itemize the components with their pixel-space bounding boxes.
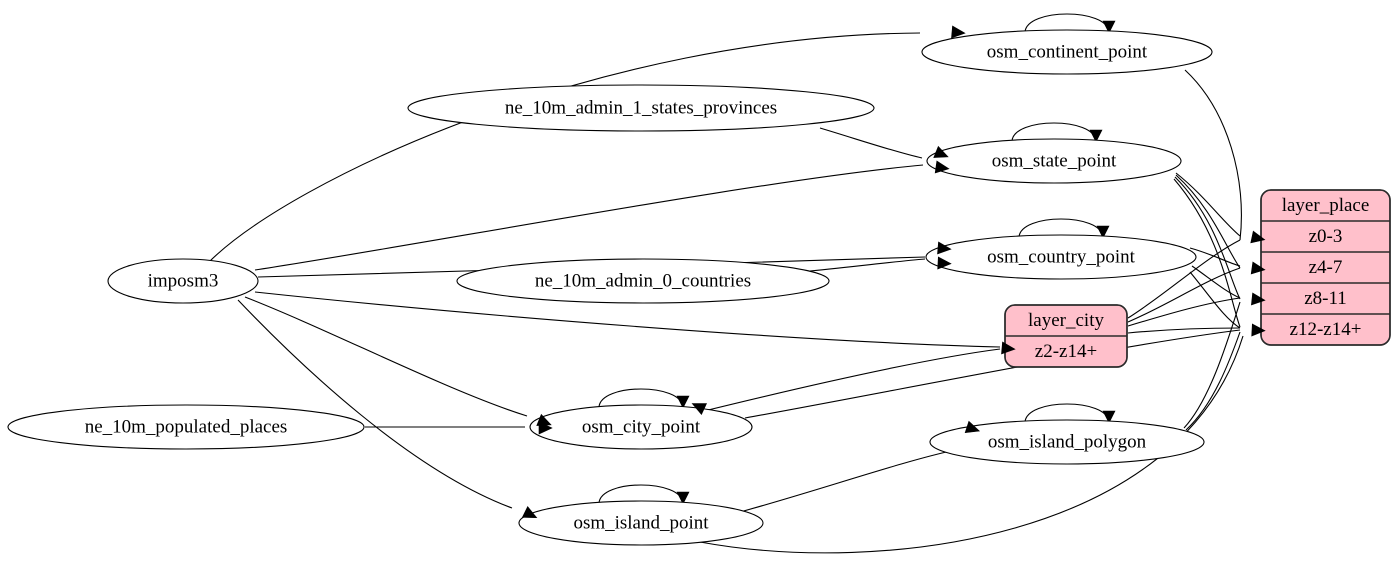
self-loop-arrowhead-osm_city_point (676, 395, 690, 409)
arrowhead-into-osm_city_point (538, 421, 553, 435)
node-osm_country_point[interactable]: osm_country_point (925, 234, 1197, 280)
node-ne_10m_populated_places[interactable]: ne_10m_populated_places (7, 404, 365, 450)
node-ne_10m_admin_1_states_provinces[interactable]: ne_10m_admin_1_states_provinces (407, 84, 875, 132)
node-ne_10m_admin_0_countries[interactable]: ne_10m_admin_0_countries (456, 258, 830, 304)
node-shape-osm_continent_point (921, 29, 1213, 75)
edge-osm_island_polygon-to-layer_place_row3 (1185, 331, 1241, 431)
table-row-layer_place-z12-z14+[interactable]: z12-z14+ (1290, 319, 1362, 340)
arrowheads-layer (521, 25, 1266, 519)
self-loops-layer (598, 13, 1116, 505)
edge-imposm3-to-osm_continent_point (207, 32, 921, 264)
edge-osm_island_polygon-to-layer_place_row2 (1183, 301, 1241, 429)
node-imposm3[interactable]: imposm3 (107, 258, 259, 304)
arrowhead-into-osm_city_point (691, 403, 708, 415)
edge-osm_city_point-to-layer_place_row3 (744, 329, 1241, 419)
table-row-layer_place-z8-11[interactable]: z8-11 (1304, 288, 1347, 309)
arrowhead-into-osm_country_point (937, 241, 952, 255)
edge-layer_city-to-layer_place_row0 (1127, 239, 1241, 319)
edges-layer (207, 32, 1244, 554)
node-shape-ne_10m_populated_places (7, 404, 365, 450)
node-label-osm_state_point: osm_state_point (992, 150, 1117, 171)
table-header-layer_place: layer_place (1282, 195, 1370, 216)
node-shape-osm_country_point (925, 234, 1197, 280)
edge-imposm3-to-osm_state_point (254, 164, 924, 271)
arrowhead-into-osm_island_point (521, 506, 538, 519)
node-shape-osm_island_polygon (929, 419, 1205, 465)
node-label-ne_10m_admin_0_countries: ne_10m_admin_0_countries (535, 270, 751, 291)
edge-osm_state_point-to-layer_place_row3 (1173, 178, 1241, 328)
arrowhead-into-layer_place_row2 (1251, 292, 1266, 306)
arrowhead-into-layer_city (1001, 341, 1016, 355)
node-label-osm_island_point: osm_island_point (573, 512, 709, 533)
table-row-layer_city-z2-z14+[interactable]: z2-z14+ (1035, 341, 1097, 362)
edge-osm_state_point-to-layer_place_row2 (1174, 176, 1241, 300)
table-row-layer_place-z4-7[interactable]: z4-7 (1309, 257, 1343, 278)
table-outline-layer_city (1004, 304, 1128, 368)
nodes-layer: imposm3 ne_10m_populated_places ne_10m_adm… (7, 29, 1213, 546)
edge-layer_city-to-layer_place_row3 (1127, 327, 1241, 334)
edge-layer_city-to-layer_place_row1 (1127, 267, 1241, 323)
node-label-ne_10m_admin_1_states_provinces: ne_10m_admin_1_states_provinces (505, 97, 777, 118)
node-osm_continent_point[interactable]: osm_continent_point (921, 29, 1213, 75)
node-label-imposm3: imposm3 (148, 270, 219, 291)
edge-imposm3-to-layer_city (254, 291, 1001, 348)
node-osm_island_point[interactable]: osm_island_point (518, 500, 764, 546)
edge-imposm3-to-osm_island_point (237, 299, 513, 509)
table-header-layer_city: layer_city (1028, 310, 1104, 331)
arrowhead-into-osm_continent_point (951, 25, 966, 39)
edge-osm_island_point-to-layer_place_row3 (699, 335, 1244, 554)
node-shape-ne_10m_admin_0_countries (456, 258, 830, 304)
arrowhead-into-layer_place_row1 (1250, 261, 1266, 275)
node-label-osm_country_point: osm_country_point (987, 246, 1135, 267)
node-osm_city_point[interactable]: osm_city_point (529, 404, 753, 450)
arrowhead-into-layer_place_row3 (1251, 323, 1266, 337)
edge-osm_city_point-to-layer_city (699, 348, 1001, 413)
edge-osm_island_point-to-osm_island_polygon (739, 449, 956, 513)
self-loop-arrowhead-osm_state_point (1089, 129, 1103, 143)
edge-osm_continent_point-to-layer_place_row0 (1184, 69, 1242, 241)
self-loop-osm_island_polygon (1024, 403, 1110, 423)
arrowhead-into-osm_state_point (934, 160, 950, 174)
node-osm_state_point[interactable]: osm_state_point (926, 138, 1182, 184)
self-loop-osm_country_point (1018, 218, 1104, 238)
arrowhead-into-osm_state_point (933, 145, 949, 158)
arrowhead-into-osm_island_polygon (964, 420, 981, 434)
self-loop-osm_continent_point (1024, 13, 1110, 33)
node-shape-imposm3 (107, 258, 259, 304)
node-shape-osm_state_point (926, 138, 1182, 184)
table-layer_city[interactable]: layer_city z2-z14+ (1004, 304, 1128, 368)
edge-layer_city-to-layer_place_row2 (1127, 297, 1241, 327)
tables-layer: layer_place z0-3 z4-7 z8-11 z12-z14+ layer_ci… (1004, 189, 1391, 368)
self-loop-osm_state_point (1011, 122, 1097, 142)
edge-osm_country_point-to-layer_place_row1 (1189, 247, 1241, 267)
table-layer_place[interactable]: layer_place z0-3 z4-7 z8-11 z12-z14+ (1260, 189, 1391, 346)
node-label-ne_10m_populated_places: ne_10m_populated_places (85, 416, 288, 437)
edge-osm_country_point-to-layer_place_row3 (1189, 271, 1241, 329)
edge-osm_state_point-to-layer_place_row0 (1175, 172, 1241, 237)
arrowhead-into-osm_country_point (937, 256, 952, 270)
node-shape-osm_city_point (529, 404, 753, 450)
self-loop-arrowhead-osm_island_point (676, 491, 690, 505)
self-loop-arrowhead-osm_continent_point (1102, 20, 1116, 34)
edge-osm_country_point-to-layer_place_row2 (1191, 265, 1241, 299)
edge-imposm3-to-osm_city_point (244, 296, 528, 417)
node-label-osm_continent_point: osm_continent_point (987, 41, 1148, 62)
edge-ne_10m_admin_0_countries-to-osm_country_point (809, 258, 926, 272)
self-loop-arrowhead-osm_island_polygon (1102, 410, 1116, 424)
node-shape-ne_10m_admin_1_states_provinces (407, 84, 875, 132)
node-label-osm_island_polygon: osm_island_polygon (988, 431, 1147, 452)
node-osm_island_polygon[interactable]: osm_island_polygon (929, 419, 1205, 465)
self-loop-osm_island_point (598, 484, 684, 504)
edge-ne_10m_admin_1_states_provinces-to-osm_state_point (819, 127, 923, 159)
table-row-layer_place-z0-3[interactable]: z0-3 (1309, 226, 1343, 247)
edge-osm_state_point-to-layer_place_row1 (1175, 174, 1241, 269)
node-label-osm_city_point: osm_city_point (582, 416, 701, 437)
self-loop-arrowhead-osm_country_point (1096, 225, 1110, 239)
self-loop-osm_city_point (598, 388, 684, 408)
node-shape-osm_island_point (518, 500, 764, 546)
arrowhead-into-layer_place_row0 (1250, 230, 1266, 244)
